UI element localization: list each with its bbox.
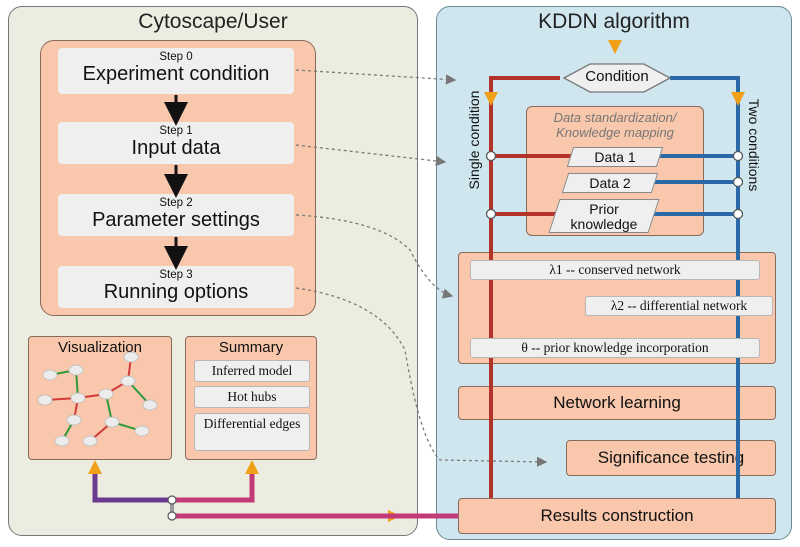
summary-hot-hubs-button[interactable]: Hot hubs: [194, 386, 310, 408]
summary-differential-edges-button[interactable]: Differential edges: [194, 413, 310, 451]
step-3-label: Step 3: [159, 269, 193, 281]
prior-knowledge-label: Prior knowledge: [570, 201, 638, 232]
condition-diamond[interactable]: [562, 63, 672, 93]
junction-nodes: [485, 150, 744, 220]
lambda1-conserved-network-param[interactable]: λ1 -- conserved network: [470, 260, 760, 280]
theta-prior-knowledge-param[interactable]: θ -- prior knowledge incorporation: [470, 338, 760, 358]
lambda2-differential-network-param[interactable]: λ2 -- differential network: [585, 296, 773, 316]
purple-visualization-line: [92, 474, 172, 503]
single-condition-label: Single condition: [466, 90, 482, 190]
node-circle-icon: [167, 511, 177, 521]
flow-arrow-icon: [88, 460, 102, 474]
node-circle-icon: [732, 150, 744, 162]
dashed-arrow-parameters: [295, 214, 454, 299]
step-0-label: Step 0: [159, 51, 193, 63]
red-main-line: [489, 76, 560, 498]
step-3-title: Running options: [103, 281, 249, 303]
node-circle-icon: [732, 208, 744, 220]
two-conditions-path: [645, 76, 740, 498]
node-circle-icon: [485, 208, 497, 220]
results-feedback-paths: [92, 474, 458, 519]
flow-arrow-icon: [731, 92, 745, 106]
network-learning-step[interactable]: Network learning: [458, 386, 776, 420]
condition-label: Condition: [585, 68, 649, 85]
kddn-algorithm-title: KDDN algorithm: [538, 10, 690, 33]
data-1-input[interactable]: Data 1: [566, 147, 664, 167]
visualization-box[interactable]: [28, 336, 172, 460]
step-2-parameter-settings[interactable]: Step 2 Parameter settings: [58, 194, 294, 236]
pink-summary-line: [172, 474, 255, 503]
step-3-running-options[interactable]: Step 3 Running options: [58, 266, 294, 308]
blue-main-line: [670, 76, 740, 498]
dashed-arrow-options: [295, 287, 548, 468]
step-1-title: Input data: [131, 137, 221, 159]
data-2-input[interactable]: Data 2: [561, 173, 659, 193]
step-1-input-data[interactable]: Step 1 Input data: [58, 122, 294, 164]
prior-knowledge-input[interactable]: Prior knowledge: [548, 199, 660, 233]
flow-arrow-icon: [608, 40, 622, 54]
data-mapping-title: Data standardization/ Knowledge mapping: [553, 110, 677, 140]
node-circle-icon: [485, 150, 497, 162]
visualization-title: Visualization: [58, 339, 142, 356]
node-circle-icon: [732, 176, 744, 188]
data-1-label: Data 1: [594, 149, 636, 165]
node-circle-icon: [167, 495, 177, 505]
flow-arrow-icon: [484, 92, 498, 106]
dashed-connectors: [295, 69, 548, 468]
dashed-arrow-input: [295, 144, 447, 167]
step-2-label: Step 2: [159, 197, 193, 209]
cytoscape-user-title: Cytoscape/User: [138, 10, 288, 33]
significance-testing-step[interactable]: Significance testing: [566, 440, 776, 476]
orange-arrowheads: [88, 40, 745, 522]
results-construction-step[interactable]: Results construction: [458, 498, 776, 534]
step-2-title: Parameter settings: [92, 209, 260, 231]
step-1-label: Step 1: [159, 125, 193, 137]
dashed-arrow-condition: [295, 69, 457, 85]
step-0-title: Experiment condition: [82, 63, 270, 85]
step-0-experiment-condition[interactable]: Step 0 Experiment condition: [58, 48, 294, 94]
summary-inferred-model-button[interactable]: Inferred model: [194, 360, 310, 382]
network-graph-icon: [37, 351, 158, 447]
two-conditions-label: Two conditions: [746, 98, 762, 192]
data-2-label: Data 2: [589, 175, 631, 191]
summary-title: Summary: [218, 339, 284, 356]
single-condition-path: [489, 76, 574, 498]
flow-arrow-icon: [245, 460, 259, 474]
